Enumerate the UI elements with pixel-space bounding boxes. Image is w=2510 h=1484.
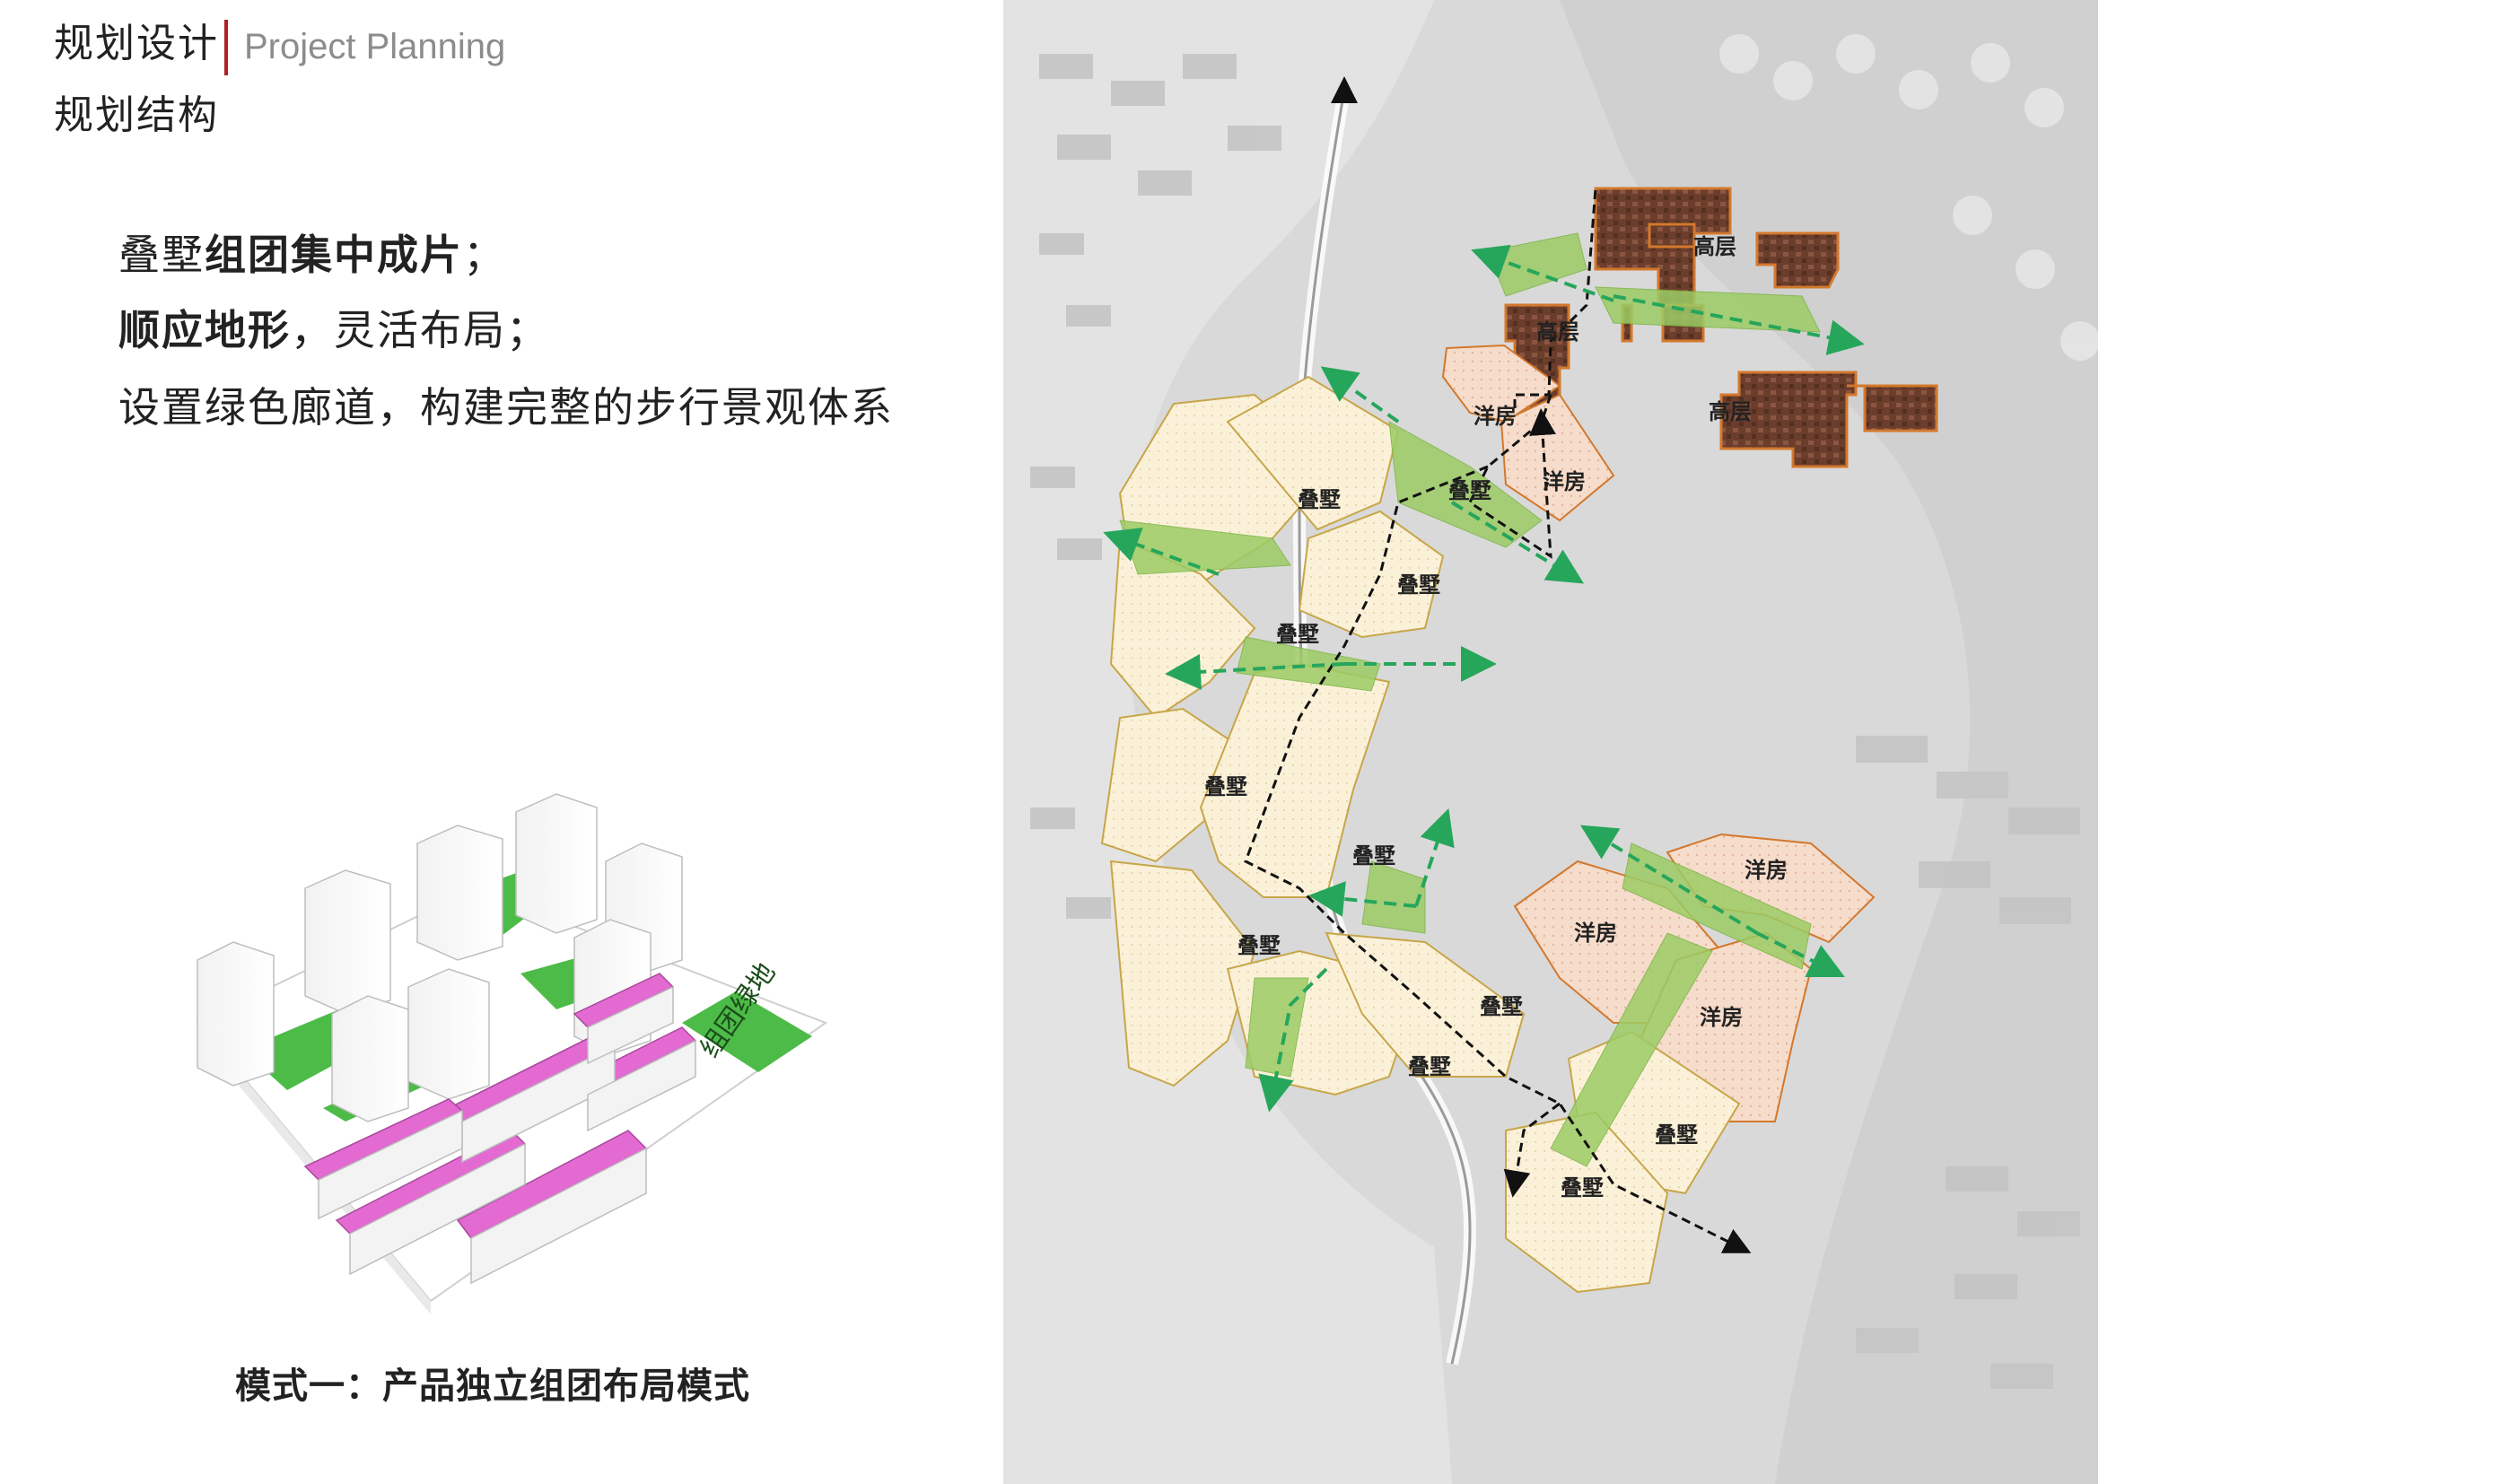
label-diepu-4: 叠墅 xyxy=(1276,621,1319,647)
statement-3: 设置绿色廊道，构建完整的步行景观体系 xyxy=(118,375,894,434)
label-yangfang-4: 洋房 xyxy=(1574,920,1617,946)
label-highrise-3: 高层 xyxy=(1709,398,1752,424)
label-highrise-2: 高层 xyxy=(1536,319,1579,345)
section-subtitle: 规划结构 xyxy=(54,92,219,138)
label-yangfang-3: 洋房 xyxy=(1745,857,1788,883)
label-yangfang-2: 洋房 xyxy=(1543,468,1586,494)
section-title: 规划设计 xyxy=(54,21,219,66)
statement-2-bold: 顺应地形 xyxy=(118,306,291,354)
statement-1-bold: 组团集中成片 xyxy=(205,231,463,279)
label-diepu-11: 叠墅 xyxy=(1561,1174,1604,1200)
title-divider xyxy=(224,20,228,75)
site-plan-map: 高层 高层 高层 洋房 洋房 洋房 洋房 洋房 叠墅 叠墅 叠墅 叠墅 叠墅 叠… xyxy=(1003,0,2098,1484)
label-diepu-9: 叠墅 xyxy=(1408,1053,1451,1079)
statement-2-rest: ，灵活布局； xyxy=(291,306,549,354)
cluster-layout-illustration: 组团绿地 xyxy=(196,793,828,1314)
section-title-english: Project Planning xyxy=(244,27,506,66)
label-yangfang-1: 洋房 xyxy=(1474,403,1517,429)
statement-3-text: 设置绿色廊道，构建完整的步行景观体系 xyxy=(118,383,894,432)
label-highrise-1: 高层 xyxy=(1693,233,1736,259)
statement-1: 叠墅组团集中成片； xyxy=(118,223,506,282)
label-yangfang-5: 洋房 xyxy=(1700,1004,1743,1030)
statement-1-lead: 叠墅 xyxy=(118,231,205,279)
label-diepu-6: 叠墅 xyxy=(1352,842,1395,869)
label-diepu-7: 叠墅 xyxy=(1238,932,1281,958)
label-diepu-5: 叠墅 xyxy=(1204,773,1247,799)
statement-2: 顺应地形，灵活布局； xyxy=(118,298,549,357)
label-diepu-10: 叠墅 xyxy=(1655,1122,1698,1148)
label-diepu-3: 叠墅 xyxy=(1397,572,1440,598)
statement-1-tail: ； xyxy=(463,231,506,279)
label-diepu-1: 叠墅 xyxy=(1298,486,1341,512)
label-diepu-8: 叠墅 xyxy=(1480,993,1523,1019)
label-diepu-2: 叠墅 xyxy=(1448,477,1491,503)
illustration-caption: 模式一：产品独立组团布局模式 xyxy=(235,1365,750,1407)
walking-route-arrows xyxy=(1103,244,1865,1113)
